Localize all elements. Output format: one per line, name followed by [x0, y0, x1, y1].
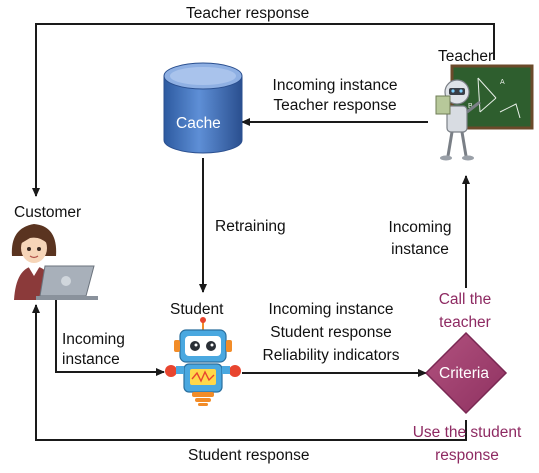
svg-text:A: A — [500, 79, 505, 86]
edge-label-customer-incoming: Incoming — [62, 331, 125, 348]
node-label-student: Student — [170, 301, 224, 318]
edge-label-teacher-response-to-cache: Teacher response — [273, 97, 397, 114]
edge-label-instance-to-teacher: instance — [391, 241, 449, 258]
edge-label-student-incoming-instance: Incoming instance — [268, 301, 394, 318]
edge-label-customer-instance: instance — [62, 351, 120, 368]
criteria-diamond — [424, 331, 508, 415]
teacher-robot-icon: A B — [435, 64, 534, 161]
arrow-customer-to-student — [55, 300, 165, 376]
customer-laptop-icon — [11, 224, 98, 300]
edge-label-use-the-student: Use the student — [412, 424, 522, 441]
edge-label-reliability-indicators: Reliability indicators — [262, 347, 400, 364]
edge-label-retraining: Retraining — [215, 218, 286, 235]
edge-label-call-the: Call the — [438, 291, 492, 308]
student-robot-icon — [165, 317, 241, 406]
edge-label-student-response: Student response — [270, 324, 392, 341]
edge-label-response: response — [435, 447, 499, 464]
cache-cylinder — [163, 62, 243, 154]
edge-label-student-response-to-customer: Student response — [188, 447, 310, 464]
node-label-cache: Cache — [176, 115, 221, 132]
node-label-customer: Customer — [14, 204, 82, 221]
edge-label-teacher-call: teacher — [439, 314, 491, 331]
edge-label-teacher-response: Teacher response — [186, 5, 310, 22]
node-label-teacher: Teacher — [438, 48, 494, 65]
arrow-teacher-to-customer — [32, 23, 495, 197]
arrow-student-to-customer — [32, 304, 467, 441]
edge-label-incoming-instance-to-cache: Incoming instance — [272, 77, 398, 94]
edge-label-incoming-to-teacher: Incoming — [388, 219, 452, 236]
svg-text:B: B — [468, 103, 473, 110]
node-label-criteria: Criteria — [439, 365, 489, 382]
